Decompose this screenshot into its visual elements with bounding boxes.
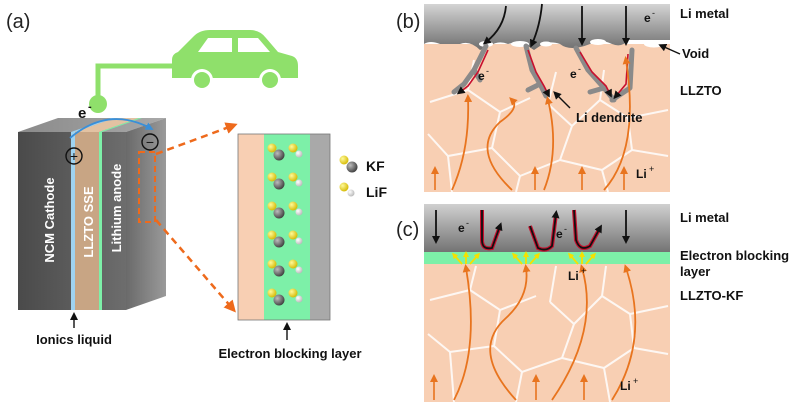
li-ion-label-b: Li	[636, 167, 647, 181]
ionic-liquid-layer	[71, 132, 75, 310]
electron-flow-arrow	[69, 118, 154, 139]
cathode-label: NCM Cathode	[42, 177, 57, 262]
lif-molecule-icon	[288, 201, 303, 216]
electron-label-b2: e	[570, 67, 577, 81]
li-metal-label-b: Li metal	[680, 6, 729, 21]
molecule-group	[267, 143, 303, 306]
electron-arrows-b	[482, 3, 630, 48]
electron-sup-c1: -	[466, 218, 469, 228]
llzto-kf-region-c	[424, 264, 670, 402]
zoomed-section	[237, 133, 331, 321]
zoom-line-bottom	[155, 219, 236, 313]
electron-arrows-c	[432, 210, 630, 244]
lif-molecule-icon	[288, 143, 303, 158]
dendrite-label: Li dendrite	[576, 110, 642, 125]
li-ion-arrows-c	[430, 374, 588, 400]
panel-b: (b)	[396, 3, 729, 193]
zoom-region-box	[138, 151, 156, 223]
plus-sign: +	[70, 148, 78, 164]
electron-sup-b2: -	[578, 64, 581, 74]
ebl-strip	[99, 132, 102, 310]
kf-molecule-icon	[267, 288, 285, 306]
void-label: Void	[682, 46, 709, 61]
li-ion-sup-c1: +	[581, 266, 586, 276]
panel-a-label: (a)	[6, 11, 30, 33]
legend-lif-icon	[339, 182, 355, 197]
electron-sup: -	[88, 101, 92, 113]
llzto-label-b: LLZTO	[680, 83, 722, 98]
li-metal-label-c: Li metal	[680, 210, 729, 225]
lif-molecule-icon	[288, 172, 303, 187]
electron-sup-c2: -	[564, 224, 567, 234]
lif-molecule-icon	[288, 288, 303, 303]
legend-kf-icon	[339, 155, 358, 173]
minus-terminal-icon	[141, 133, 159, 151]
minus-sign: −	[146, 134, 154, 150]
li-metal-c	[424, 204, 670, 252]
panel-c-label: (c)	[396, 219, 419, 241]
dendrite-pointer	[553, 91, 571, 109]
kf-molecule-icon	[267, 143, 285, 161]
panel-b-label: (b)	[396, 11, 420, 33]
li-ion-paths-c	[453, 264, 637, 401]
circuit-wire	[95, 63, 174, 98]
anode-label: Lithium anode	[109, 164, 124, 253]
ebl-label-c-line2: layer	[680, 264, 710, 279]
li-ion-sup-b: +	[649, 164, 654, 174]
lif-molecule-icon	[288, 230, 303, 245]
car-icon	[172, 30, 298, 91]
kf-molecule-icon	[267, 201, 285, 219]
li-ion-sup-c2: +	[633, 376, 638, 386]
electron-label-c1: e	[458, 221, 465, 235]
panel-c: (c)	[396, 204, 789, 403]
electron-label: e	[78, 105, 86, 122]
li-ion-label-c2: Li	[620, 379, 631, 393]
electron-label-b3: e	[644, 11, 651, 25]
electron-sup-b1: -	[486, 66, 489, 76]
legend: KF LiF	[339, 155, 387, 200]
zoom-line-top	[155, 122, 238, 156]
li-ion-paths-b	[451, 56, 631, 191]
li-ion-label-c1: Li	[568, 269, 579, 283]
electron-label-b1: e	[478, 69, 485, 83]
ionic-liquid-label: Ionics liquid	[36, 332, 112, 347]
li-deposition-arrows	[452, 251, 596, 265]
wire-node	[89, 95, 107, 113]
li-ion-arrows-b	[431, 166, 628, 190]
llzto-kf-label: LLZTO-KF	[680, 288, 743, 303]
ebl-label: Electron blocking layer	[218, 346, 361, 361]
electron-label-c2: e	[556, 227, 563, 241]
grain-boundaries-c	[427, 265, 669, 403]
legend-lif-label: LiF	[366, 184, 387, 200]
legend-kf-label: KF	[366, 158, 385, 174]
kf-molecule-icon	[267, 230, 285, 248]
ebl-label-c-line1: Electron blocking	[680, 248, 789, 263]
panel-a: (a) e -	[6, 11, 387, 361]
void-pointer	[658, 43, 681, 55]
electron-reflection-arrows	[480, 209, 602, 252]
electron-sup-b3: -	[652, 8, 655, 18]
ebl-layer-c	[424, 252, 670, 264]
plus-terminal-icon	[65, 147, 83, 165]
lif-molecule-icon	[288, 259, 303, 274]
kf-molecule-icon	[267, 259, 285, 277]
kf-molecule-icon	[267, 172, 285, 190]
sse-label: LLZTO SSE	[81, 186, 96, 258]
